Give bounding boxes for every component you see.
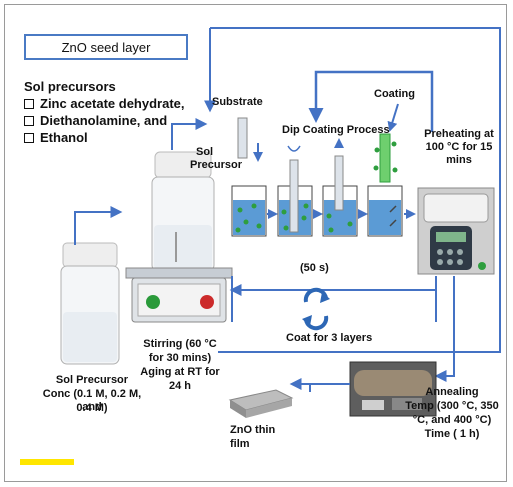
- arrow-to-film-a: [309, 383, 350, 392]
- zno-film-slab: [228, 389, 294, 418]
- dip-coating-label: Dip Coating Process: [282, 124, 390, 136]
- arrow-to-dip: [171, 118, 208, 150]
- beaker-2: [277, 145, 313, 237]
- sol-bottom-3: 0.4 M): [76, 402, 108, 414]
- annealing-4: Time ( 1 h): [424, 428, 480, 440]
- coating-pointer: [387, 103, 399, 132]
- checkbox-icon: [24, 115, 34, 126]
- beaker-1: [231, 185, 267, 237]
- duration-label: (50 s): [300, 262, 329, 274]
- hotplate: [125, 267, 233, 323]
- refresh-icon: [302, 287, 330, 331]
- sol-bottom-1: Sol Precursor: [55, 374, 129, 386]
- stirring-4: 24 h: [168, 380, 191, 392]
- preheat-label-3: mins: [446, 154, 472, 166]
- beaker-4: [367, 133, 403, 237]
- loop-arrow: [308, 70, 434, 132]
- sol-label-2: Precursor: [190, 159, 242, 171]
- checkbox-icon: [24, 132, 34, 143]
- annealing-1: Annealing: [425, 386, 479, 398]
- precursor-list: Sol precursors Zinc acetate dehydrate, D…: [24, 78, 185, 146]
- return-bracket: [229, 276, 437, 322]
- sol-label-1: Sol: [196, 146, 214, 158]
- stirring-2: for 30 mins): [148, 352, 212, 364]
- preheat-label-1: Preheating at: [424, 128, 494, 140]
- preheat-hotplate: [417, 187, 495, 275]
- zno-film-label-1: ZnO thin: [230, 424, 276, 436]
- stirring-1: Stirring (60 °C: [143, 338, 217, 350]
- coat-layers-label: Coat for 3 layers: [286, 332, 373, 344]
- figure-frame: [4, 4, 507, 482]
- beaker-3: [322, 138, 358, 237]
- zno-film-label-2: film: [230, 438, 250, 450]
- checkbox-icon: [24, 98, 34, 109]
- substrate-label: Substrate: [212, 96, 263, 108]
- small-vial: [60, 242, 120, 365]
- sol-bottom-2: Conc (0.1 M, 0.2 M, and: [42, 388, 142, 413]
- annealing-2: Temp (300 °C, 350: [405, 400, 499, 412]
- stirring-3: Aging at RT for: [140, 366, 220, 378]
- precursor-item: Ethanol: [24, 129, 185, 146]
- arrow-to-stirrer: [74, 206, 123, 245]
- arrow-to-annealing: [434, 276, 455, 382]
- title-box: ZnO seed layer: [24, 34, 188, 60]
- highlight-mark: [20, 459, 74, 465]
- annealing-3: °C, and 400 °C): [412, 414, 492, 426]
- stirrer-vial: [151, 151, 215, 272]
- precursor-item: Diethanolamine, and: [24, 112, 185, 129]
- substrate-slide: [237, 117, 263, 162]
- precursor-heading: Sol precursors: [24, 79, 116, 94]
- precursor-item: Zinc acetate dehydrate,: [24, 95, 185, 112]
- coating-label: Coating: [374, 88, 415, 100]
- process-loop: [204, 27, 501, 353]
- tube-furnace: [349, 361, 437, 417]
- preheat-label-2: 100 °C for 15: [425, 141, 493, 153]
